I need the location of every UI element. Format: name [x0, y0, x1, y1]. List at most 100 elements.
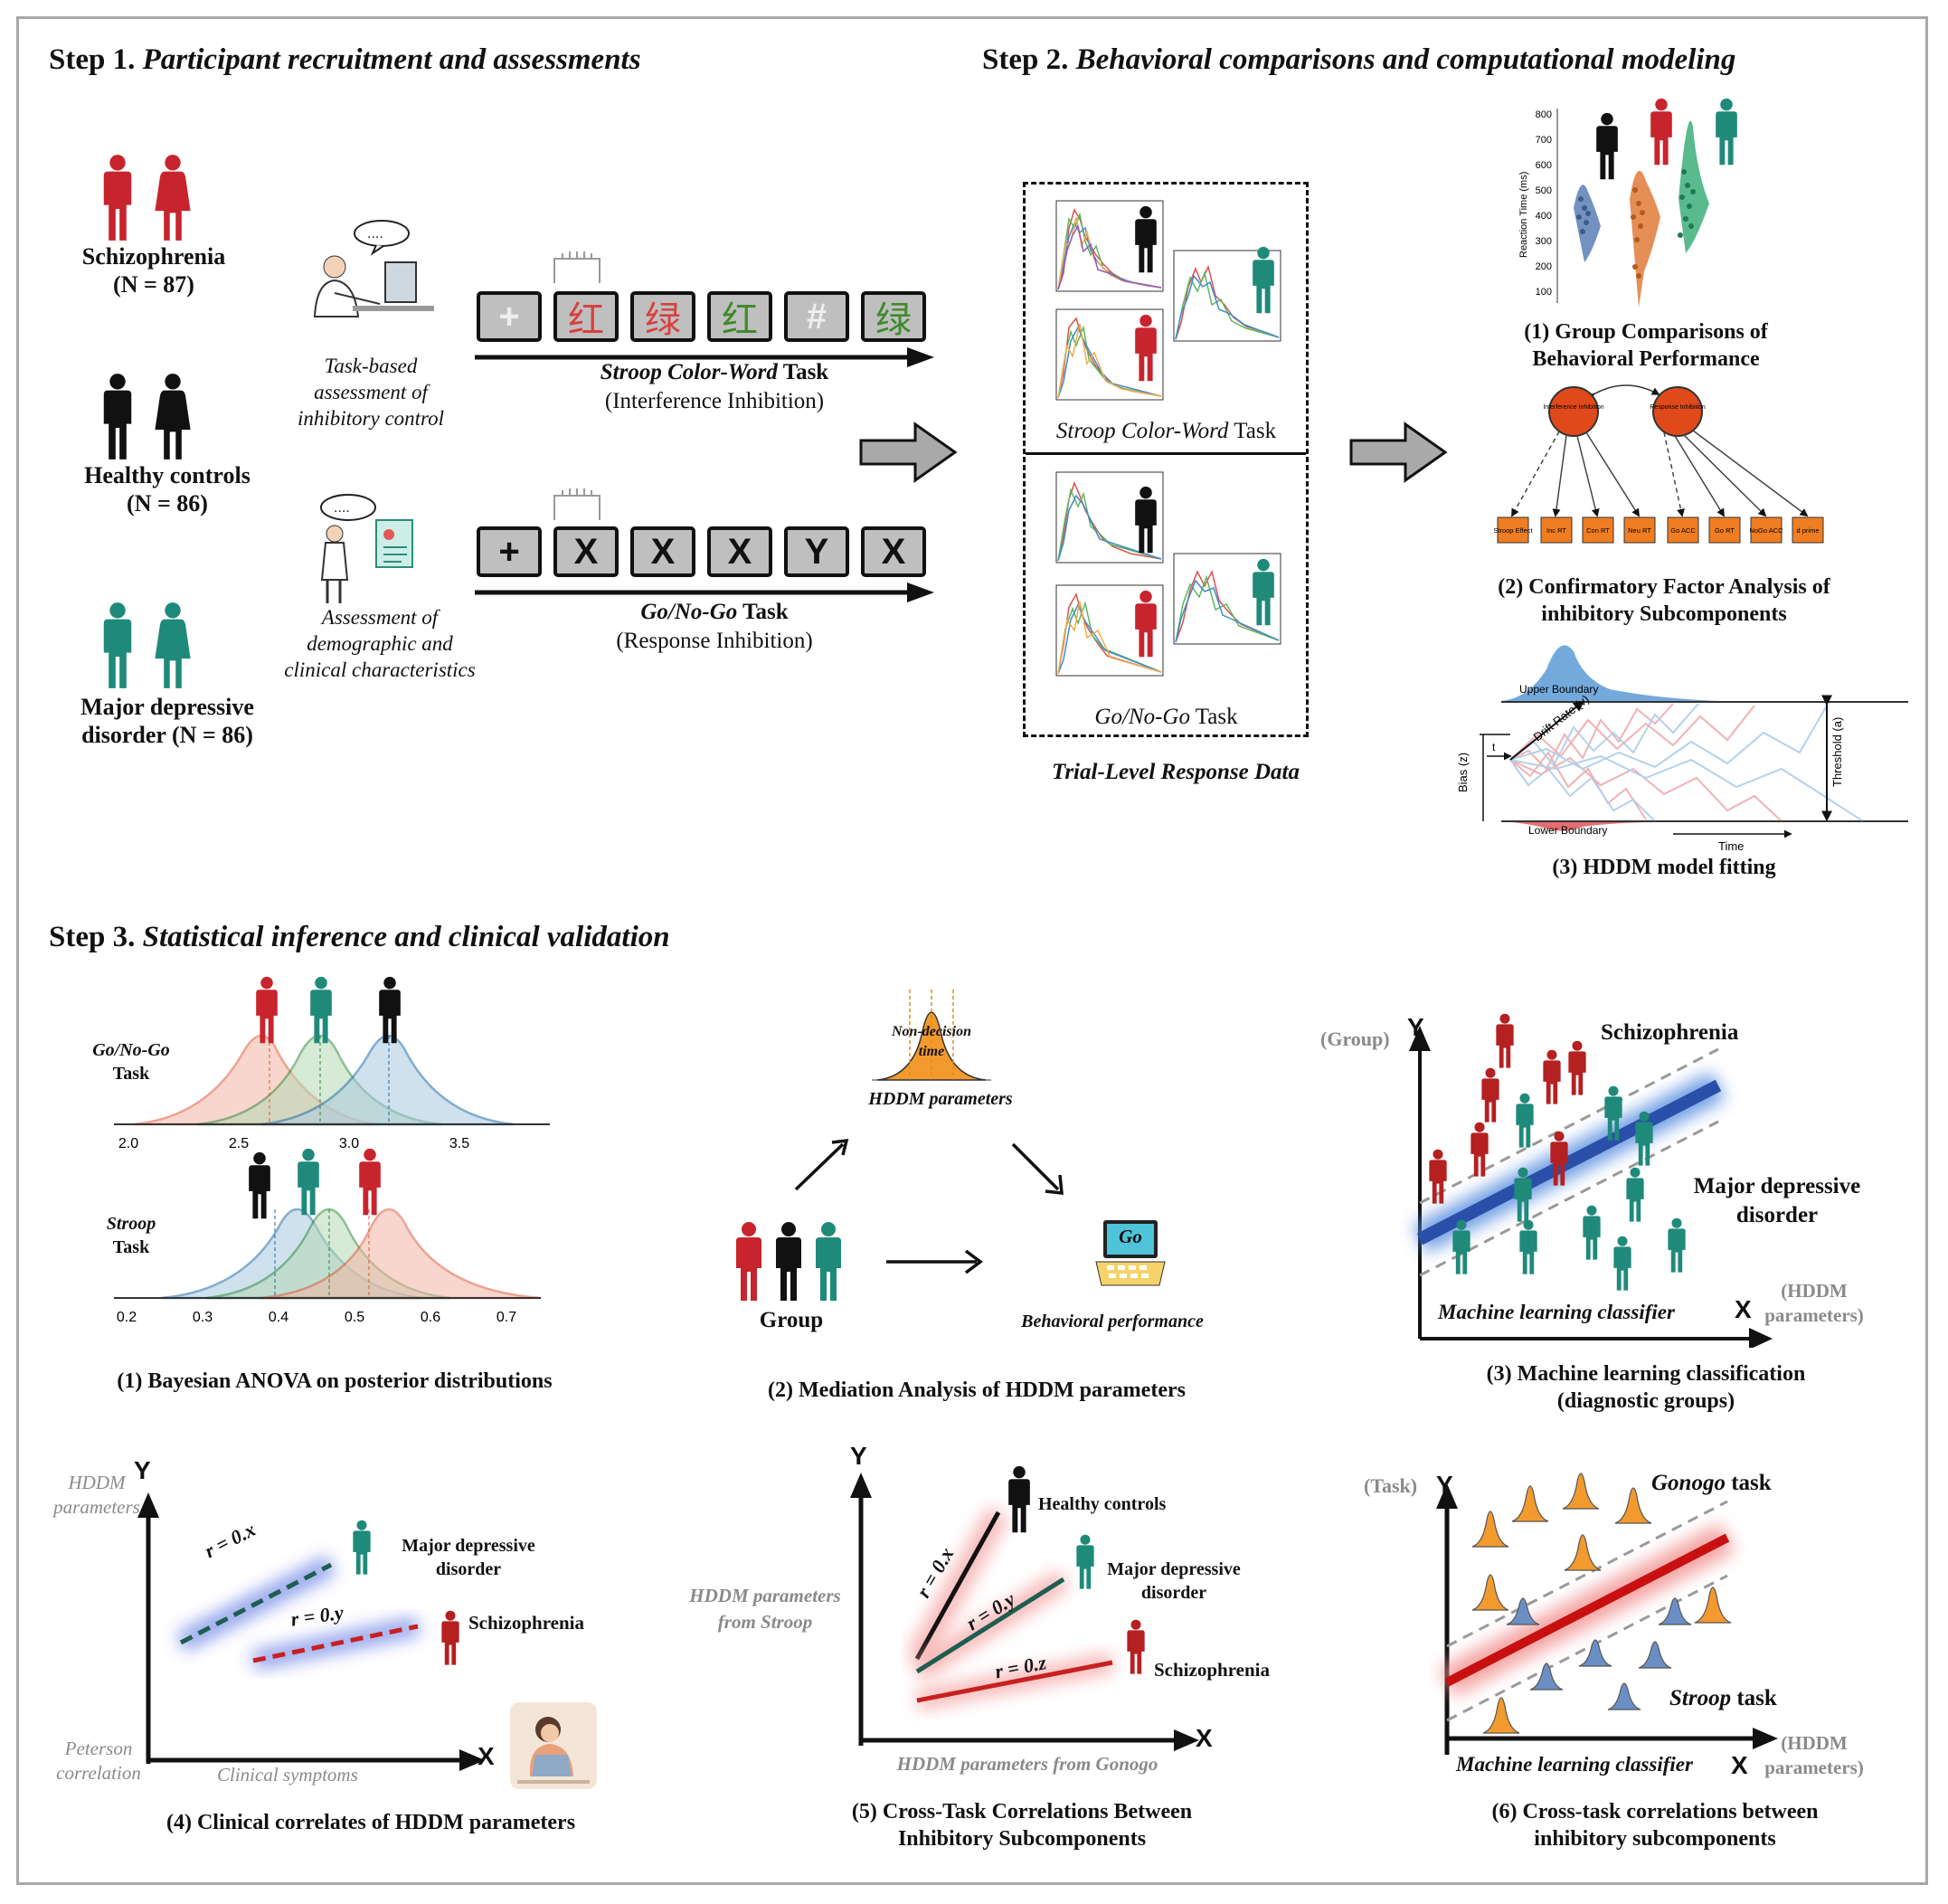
p5-hc-label: Healthy controls	[1038, 1494, 1167, 1514]
p5-plot	[850, 1465, 1199, 1751]
svg-text:Stroop Effect: Stroop Effect	[1493, 526, 1533, 535]
gonogo-box-4: Y	[784, 526, 849, 577]
step2-caption-3: (3) HDDM model fitting	[1552, 856, 1776, 879]
trial-level-label: Trial-Level Response Data	[1051, 760, 1300, 784]
sad-person-icon	[510, 1702, 597, 1789]
svg-text:2.5: 2.5	[229, 1136, 249, 1151]
svg-text:2.0: 2.0	[118, 1136, 138, 1151]
svg-text:Inc RT: Inc RT	[1546, 526, 1566, 535]
laptop-icon	[1095, 1220, 1166, 1286]
svg-text:Interference Inhibition: Interference Inhibition	[1543, 404, 1603, 411]
stroop-box-fixation: +	[477, 291, 542, 342]
step3-title: Step 3. Statistical inference and clinic…	[49, 921, 670, 953]
svg-text:Reaction Time (ms): Reaction Time (ms)	[1518, 172, 1529, 258]
svg-text:d prime: d prime	[1796, 526, 1819, 535]
svg-text:Threshold (a): Threshold (a)	[1830, 717, 1844, 787]
p3-scz-label: Schizophrenia	[1601, 1020, 1739, 1045]
trial-data-divider	[1026, 452, 1306, 455]
svg-text:....: ....	[367, 226, 383, 242]
stroop-timeline-arrow	[475, 347, 934, 367]
p5-y-axis-label: Y	[850, 1442, 867, 1470]
svg-text:0.2: 0.2	[117, 1310, 137, 1325]
schizophrenia-icon	[103, 155, 191, 241]
step1-title: Step 1. Participant recruitment and asse…	[49, 43, 641, 76]
p3-group-label: (Group)	[1320, 1028, 1390, 1050]
cfa-diagram: Interference Inhibition Response Inhibit…	[1493, 384, 1824, 544]
svg-text:....: ....	[334, 500, 350, 516]
stroop-task-title: Stroop Color-Word Task(Interference Inhi…	[600, 360, 829, 413]
p4-scz-label: Schizophrenia	[468, 1612, 584, 1634]
p5-xlabel: HDDM parameters from Gonogo	[896, 1753, 1158, 1775]
svg-text:0.3: 0.3	[193, 1310, 213, 1325]
flow-arrow-1	[859, 422, 958, 483]
gonogo-box-2: X	[630, 526, 695, 577]
figure-frame	[16, 16, 1928, 1885]
p1-caption: (1) Bayesian ANOVA on posterior distribu…	[117, 1369, 553, 1393]
p6-plot	[1436, 1473, 1778, 1755]
svg-text:500: 500	[1536, 185, 1552, 196]
svg-text:Go RT: Go RT	[1715, 526, 1735, 535]
p6-gonogo-label: Gonogo task	[1651, 1471, 1772, 1495]
group-label-scz: Schizophrenia(N = 87)	[81, 243, 226, 298]
p6-ml-label: Machine learning classifier	[1456, 1753, 1693, 1776]
go-screen-label: Go	[1119, 1226, 1142, 1247]
p4-clinical-label: Clinical symptoms	[217, 1764, 358, 1786]
p5-scz-label: Schizophrenia	[1154, 1659, 1270, 1681]
stroop-cursor-icon	[553, 251, 600, 283]
stroop-box-2: 绿	[630, 291, 695, 342]
svg-text:Bias (z): Bias (z)	[1456, 753, 1470, 792]
hddm-parameters-label: HDDM parameters	[868, 1089, 1013, 1109]
p3-caption: (3) Machine learning classification(diag…	[1486, 1362, 1806, 1413]
gonogo-box-1: X	[553, 526, 619, 577]
svg-text:0.5: 0.5	[345, 1310, 364, 1325]
stroop-box-1: 红	[553, 291, 619, 342]
svg-text:300: 300	[1536, 236, 1552, 247]
clinician-document-icon: ....	[320, 494, 413, 603]
p2-caption: (2) Mediation Analysis of HDDM parameter…	[768, 1378, 1186, 1402]
stroop-box-4: #	[784, 291, 849, 342]
behavioral-performance-label: Behavioral performance	[1021, 1312, 1204, 1331]
gonogo-box-3: X	[707, 526, 772, 577]
p3-y-axis-label: Y	[1407, 1013, 1424, 1041]
gonogo-box-0: +	[477, 526, 542, 577]
p4-plot	[137, 1492, 485, 1771]
group-label-hc: Healthy controls(N = 86)	[84, 462, 251, 516]
stroop-box-5: 绿	[861, 291, 926, 342]
gonogo-task-title: Go/No-Go Task(Response Inhibition)	[616, 600, 813, 653]
healthy-controls-icon	[103, 374, 191, 459]
svg-text:600: 600	[1536, 160, 1552, 171]
svg-text:Go ACC: Go ACC	[1670, 526, 1696, 535]
svg-text:Response Inhibition: Response Inhibition	[1650, 404, 1706, 411]
gonogo-histograms	[1055, 471, 1281, 677]
svg-text:700: 700	[1536, 135, 1552, 146]
mdd-icon	[103, 602, 191, 688]
gonogo-panel-label: Go/No-Go Task	[1094, 705, 1238, 729]
p6-x-axis-label: X	[1731, 1751, 1748, 1779]
p3-x-axis-label: X	[1735, 1295, 1752, 1323]
svg-text:800: 800	[1536, 109, 1552, 120]
p3-scatter	[1409, 1013, 1773, 1348]
p3-ml-label: Machine learning classifier	[1438, 1301, 1675, 1323]
svg-text:0.7: 0.7	[496, 1310, 516, 1325]
mediation-arrows	[794, 1138, 1064, 1274]
svg-text:3.5: 3.5	[449, 1136, 469, 1151]
svg-text:Con RT: Con RT	[1586, 526, 1610, 535]
svg-text:0.4: 0.4	[269, 1310, 288, 1325]
